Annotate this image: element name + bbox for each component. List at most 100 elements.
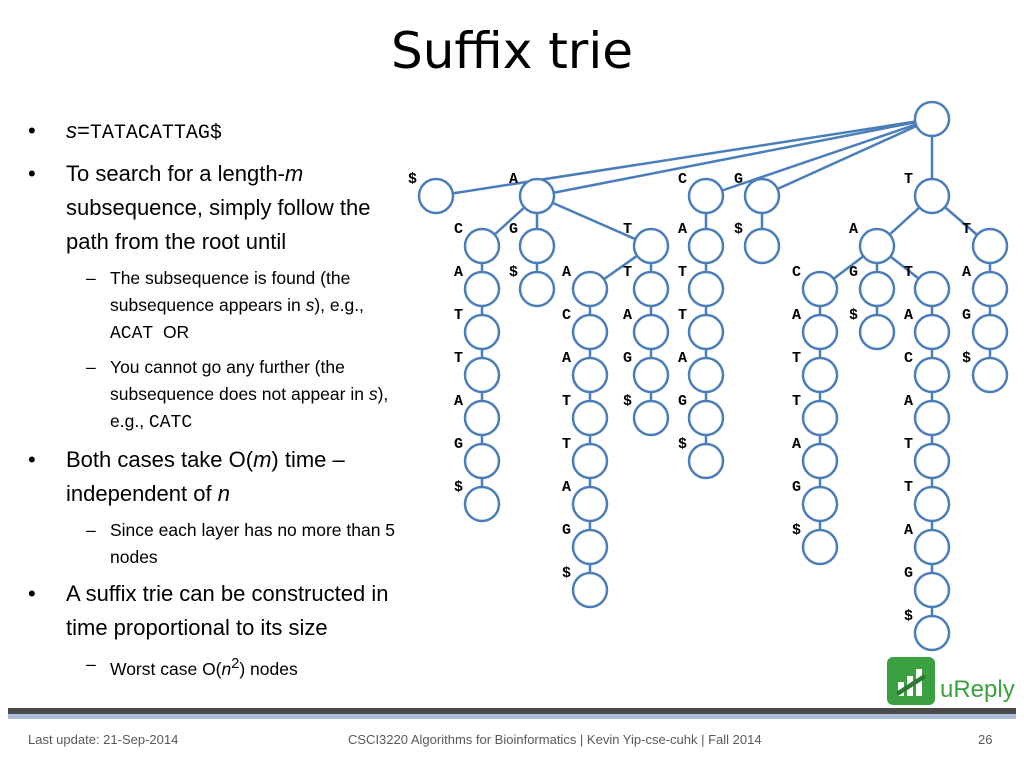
trie-node: [743, 227, 781, 265]
text: Worst case O(: [110, 658, 222, 679]
example-code: CATC: [148, 413, 193, 433]
trie-node: [571, 270, 609, 308]
edge-label: T: [792, 350, 801, 367]
trie-node: [463, 270, 501, 308]
footer-divider-accent: [8, 714, 1016, 719]
text: ) time – independent of: [66, 447, 345, 506]
example-code: ACAT: [110, 324, 154, 344]
trie-node: [801, 270, 839, 308]
edge-label: T: [904, 171, 913, 188]
trie-node: [913, 485, 951, 523]
bullet-construct: • A suffix trie can be constructed in ti…: [28, 577, 400, 645]
edge-label: A: [678, 221, 687, 238]
text: The subsequence is found (the subsequenc…: [110, 268, 351, 315]
edge-label: G: [734, 171, 743, 188]
trie-node: [801, 356, 839, 394]
bullet-string: • s=TATACATTAG$: [28, 114, 400, 151]
bullet-dot: •: [28, 581, 36, 606]
trie-node: [463, 442, 501, 480]
trie-node: [463, 485, 501, 523]
trie-node: [801, 313, 839, 351]
bullet-dash: –: [86, 357, 96, 377]
footer-course: CSCI3220 Algorithms for Bioinformatics |…: [348, 732, 762, 747]
text: ), e.g.,: [110, 384, 389, 431]
edge-label: A: [562, 264, 571, 281]
edge-label: $: [904, 608, 913, 625]
trie-node: [913, 270, 951, 308]
trie-node: [913, 614, 951, 652]
edge-label: A: [792, 436, 801, 453]
trie-node: [632, 313, 670, 351]
edge-label: $: [962, 350, 971, 367]
bullet-list: • s=TATACATTAG$ • To search for a length…: [28, 114, 400, 689]
text: Both cases take O(: [66, 447, 254, 472]
edge-label: T: [792, 393, 801, 410]
var-n: n: [221, 658, 232, 679]
text: To search for a length-: [66, 161, 285, 186]
footer-last-update: Last update: 21-Sep-2014: [28, 732, 179, 747]
edge-label: A: [454, 393, 463, 410]
trie-node: [463, 399, 501, 437]
text: OR: [153, 322, 190, 342]
edge-label: G: [623, 350, 632, 367]
logo-text: uReply: [940, 676, 1015, 703]
trie-node: [858, 270, 896, 308]
edge-label: $: [792, 522, 801, 539]
edge-label: G: [678, 393, 687, 410]
edge-label: G: [792, 479, 801, 496]
trie-node: [687, 442, 725, 480]
text: Since each layer has no more than 5 node…: [110, 520, 396, 567]
trie-node: [632, 356, 670, 394]
trie-node: [571, 571, 609, 609]
edge-label: T: [562, 436, 571, 453]
footer-page-number: 26: [978, 732, 993, 747]
var-m: m: [253, 447, 272, 472]
sub-bullet-found: – The subsequence is found (the subseque…: [28, 265, 400, 348]
edge-label: T: [678, 307, 687, 324]
edge-label: T: [904, 479, 913, 496]
trie-node: [913, 356, 951, 394]
edge-label: T: [454, 350, 463, 367]
edge-label: $: [734, 221, 743, 238]
superscript: 2: [231, 656, 240, 672]
text: A suffix trie can be constructed in time…: [66, 581, 389, 640]
edge-label: C: [454, 221, 463, 238]
edge-label: G: [562, 522, 571, 539]
trie-node: [571, 485, 609, 523]
trie-node: [913, 177, 951, 215]
trie-node: [518, 177, 556, 215]
trie-node: [971, 270, 1009, 308]
var-s: s: [66, 118, 77, 143]
trie-node: [518, 270, 556, 308]
trie-node: [801, 485, 839, 523]
trie-node: [571, 356, 609, 394]
edge-label: C: [562, 307, 571, 324]
trie-node: [571, 442, 609, 480]
edge-label: T: [678, 264, 687, 281]
trie-node: [463, 313, 501, 351]
trie-node: [571, 528, 609, 566]
sub-bullet-layer: – Since each layer has no more than 5 no…: [28, 517, 400, 571]
trie-node: [743, 177, 781, 215]
edge-label: T: [623, 264, 632, 281]
trie-node: [971, 227, 1009, 265]
trie-nodes: $ACATTAG$G$TACATTAG$TAG$CATTAG$G$TACATTA…: [408, 100, 1009, 652]
edge-label: A: [904, 307, 913, 324]
trie-node: [687, 356, 725, 394]
edge-label: C: [904, 350, 913, 367]
trie-node: [463, 227, 501, 265]
edge-label: G: [849, 264, 858, 281]
edge-label: A: [509, 171, 518, 188]
suffix-trie-diagram: $ACATTAG$G$TACATTAG$TAG$CATTAG$G$TACATTA…: [408, 100, 1009, 652]
bullet-dash: –: [86, 654, 96, 674]
edge-label: $: [849, 307, 858, 324]
trie-node: [463, 356, 501, 394]
edge-label: $: [562, 565, 571, 582]
edge-label: $: [509, 264, 518, 281]
bullet-dot: •: [28, 161, 36, 186]
trie-edge: [705, 117, 933, 198]
edge-label: A: [962, 264, 971, 281]
trie-node: [632, 399, 670, 437]
text: ) nodes: [239, 658, 298, 679]
bullet-dot: •: [28, 118, 36, 143]
